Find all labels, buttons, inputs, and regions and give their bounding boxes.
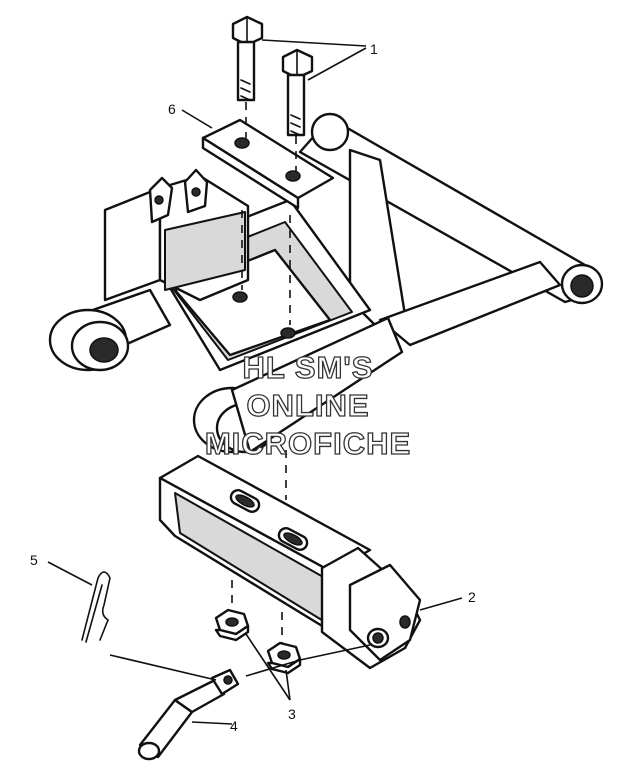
- watermark-line-2: ONLINE: [246, 388, 369, 423]
- a-frame-icon: [48, 112, 604, 454]
- watermark: HL SM'S ONLINE MICROFICHE: [204, 349, 411, 461]
- hairpin-clip-icon: [81, 571, 111, 643]
- callout-4: 4: [230, 718, 238, 734]
- nut-icon: [214, 608, 302, 675]
- spacer-plate-icon: [201, 118, 335, 210]
- callout-6: 6: [168, 101, 176, 117]
- alignment-lines: [231, 102, 297, 645]
- callout-1: 1: [370, 41, 378, 57]
- pin-icon: [137, 668, 240, 761]
- bolt-icon: [231, 15, 314, 137]
- callout-3: 3: [288, 706, 296, 722]
- lift-arm-icon: [158, 454, 422, 670]
- watermark-line-1: HL SM'S: [243, 350, 374, 385]
- watermark-line-3: MICROFICHE: [205, 426, 411, 461]
- callout-2: 2: [468, 589, 476, 605]
- callout-5: 5: [30, 552, 38, 568]
- leader-lines: [47, 39, 463, 725]
